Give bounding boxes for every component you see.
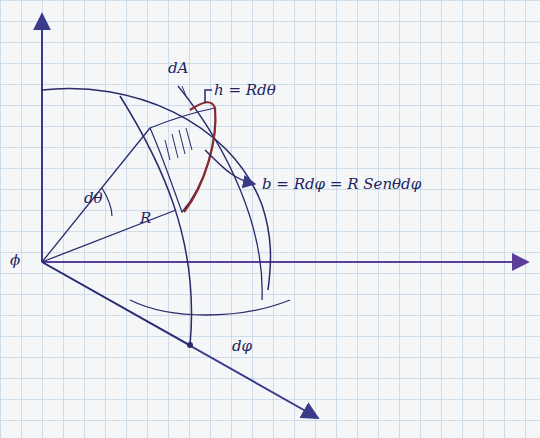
equator-arc <box>130 300 290 315</box>
meridian-arc <box>178 86 262 300</box>
edge-h <box>190 102 215 110</box>
z-axis <box>41 14 43 262</box>
angle-label: dφ <box>232 338 252 355</box>
radius-line <box>42 262 190 345</box>
base-label: b = Rdφ = R Senθdφ <box>262 176 421 193</box>
sphere-outline <box>42 88 270 290</box>
x-axis <box>42 262 318 418</box>
radius-line <box>42 128 150 262</box>
height-label: h = Rdθ <box>214 82 276 99</box>
edge-b <box>184 108 215 212</box>
area-label: dA <box>168 60 188 77</box>
point <box>187 342 193 348</box>
leader-line <box>205 150 255 184</box>
radius-label: R <box>140 210 151 227</box>
origin-label: ϕ <box>10 252 20 269</box>
leader-line <box>205 90 212 103</box>
angle-arc <box>102 188 112 216</box>
meridian-arc <box>120 96 192 345</box>
angle-label: dθ <box>84 190 103 207</box>
y-axis <box>42 261 528 263</box>
leader-line <box>182 86 186 96</box>
area-element <box>150 108 215 212</box>
radius-line <box>42 210 176 262</box>
hatching <box>165 128 192 160</box>
